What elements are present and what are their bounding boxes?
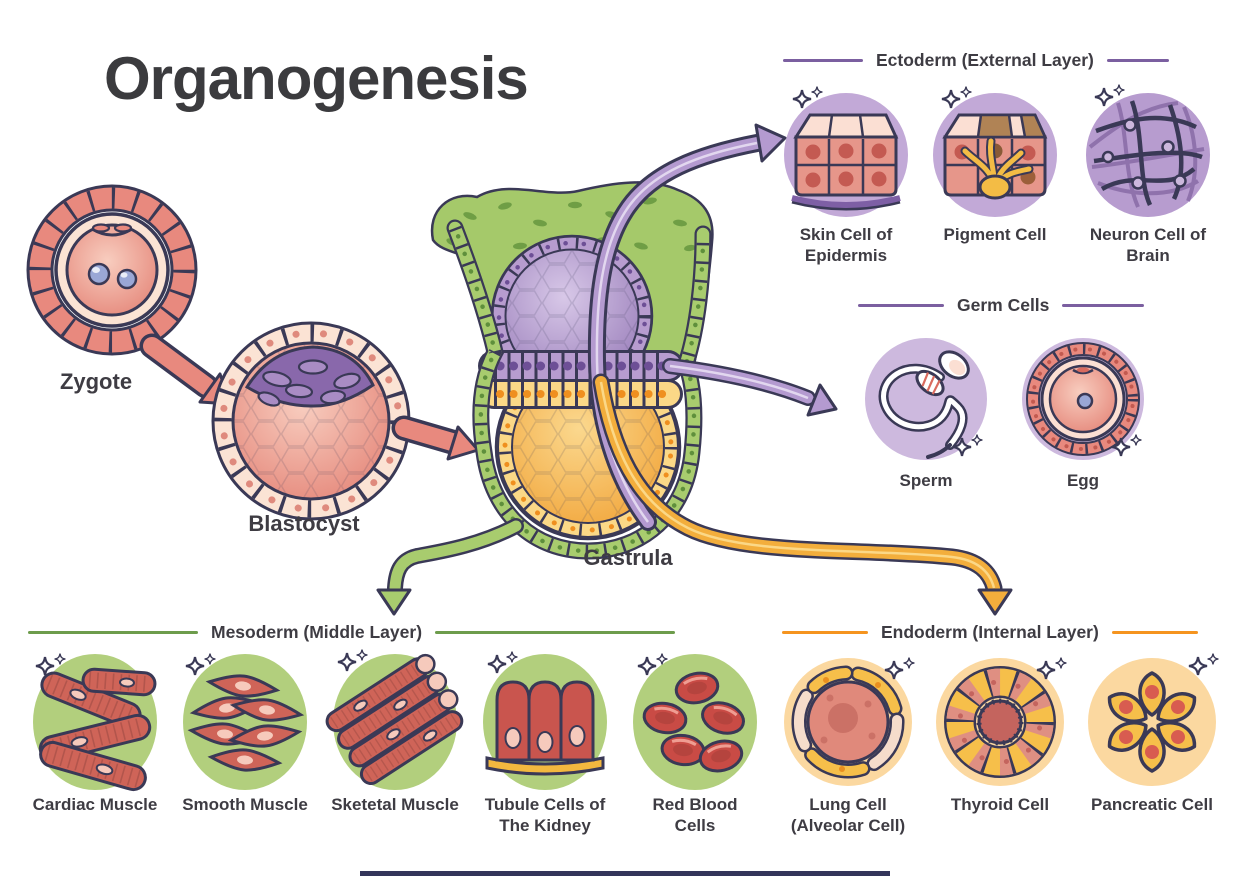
- skin-cell-illustration: [784, 87, 908, 217]
- neuron-cell-label: Neuron Cell of Brain: [1089, 225, 1207, 266]
- ectoderm-title: Ectoderm (External Layer): [876, 50, 1094, 70]
- header-line: [435, 630, 676, 635]
- neuron-cell-illustration: [1086, 85, 1210, 217]
- skeletal-muscle-label: Sketetal Muscle: [331, 795, 459, 814]
- egg-illustration: [1022, 338, 1144, 460]
- arrow-to-germ-cells: [662, 358, 838, 417]
- zygote-illustration: [26, 184, 198, 356]
- kidney-tubule-label: Tubule Cells of The Kidney: [484, 795, 606, 836]
- red-blood-cells-label: Red Blood Cells: [652, 795, 738, 836]
- mesoderm-title: Mesoderm (Middle Layer): [211, 622, 423, 642]
- rbc-cells: [642, 671, 745, 773]
- gastrula-label: Gastrula: [583, 545, 673, 570]
- header-line: [783, 58, 863, 63]
- gastrula-middle-band: [478, 350, 684, 409]
- arrow-blastocyst-to-gastrula: [391, 415, 480, 461]
- thyroid-cell-label: Thyroid Cell: [950, 795, 1050, 814]
- ectoderm-header: Ectoderm (External Layer): [783, 50, 1169, 71]
- header-line: [1111, 630, 1198, 635]
- kidney-tubule-illustration: [483, 652, 607, 790]
- header-line: [858, 303, 944, 308]
- header-line: [28, 630, 198, 635]
- pigment-cell-illustration: [933, 87, 1057, 217]
- egg-label: Egg: [1066, 471, 1100, 490]
- bottom-edge-strip: [360, 871, 890, 876]
- header-line: [1062, 303, 1145, 308]
- blastocyst-label: Blastocyst: [248, 511, 360, 536]
- sperm-illustration: [865, 338, 987, 460]
- endoderm-title: Endoderm (Internal Layer): [881, 622, 1099, 642]
- arrow-to-mesoderm: [376, 518, 524, 616]
- germ-cells-header: Germ Cells: [858, 295, 1145, 316]
- pancreatic-petals: [1107, 671, 1197, 773]
- lung-cell-label: Lung Cell (Alveolar Cell): [790, 795, 906, 836]
- header-line: [1106, 58, 1169, 63]
- endoderm-header: Endoderm (Internal Layer): [782, 622, 1198, 643]
- red-blood-cells-illustration: [633, 654, 757, 790]
- sperm-label: Sperm: [899, 471, 953, 490]
- smooth-muscle-label: Smooth Muscle: [182, 795, 308, 814]
- skin-cell-label: Skin Cell of Epidermis: [799, 225, 893, 266]
- pancreatic-cell-illustration: [1088, 654, 1218, 786]
- arrow-to-endoderm: [592, 373, 1013, 616]
- pigment-cell-label: Pigment Cell: [943, 225, 1047, 244]
- skeletal-muscle-illustration: [325, 650, 464, 790]
- smooth-muscle-cells: [187, 674, 305, 772]
- smooth-muscle-illustration: [183, 654, 307, 790]
- cardiac-muscle-illustration: [33, 654, 157, 792]
- blastocyst-illustration: [211, 321, 411, 521]
- germ-cells-title: Germ Cells: [957, 295, 1050, 315]
- page-title: Organogenesis: [104, 45, 529, 112]
- lung-cell-illustration: [784, 658, 914, 786]
- cardiac-muscle-label: Cardiac Muscle: [32, 795, 158, 814]
- header-line: [782, 630, 868, 635]
- mesoderm-header: Mesoderm (Middle Layer): [28, 622, 676, 643]
- zygote-label: Zygote: [59, 369, 133, 394]
- pancreatic-cell-label: Pancreatic Cell: [1091, 795, 1213, 814]
- thyroid-cell-illustration: [936, 658, 1066, 786]
